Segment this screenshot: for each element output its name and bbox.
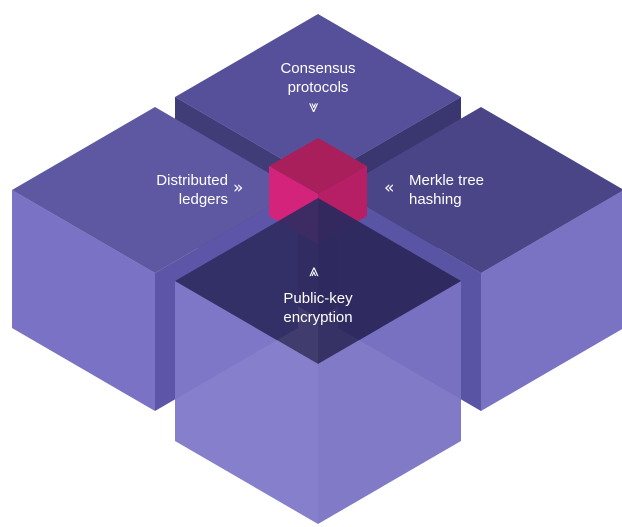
label-public-key-encryption: Public-key encryption bbox=[262, 289, 374, 327]
double-chevron-up-icon: ⩓ bbox=[309, 261, 319, 281]
double-chevron-right-icon: » bbox=[233, 178, 244, 198]
label-public-key-line2: encryption bbox=[283, 309, 353, 326]
double-chevron-down-icon: ⩔ bbox=[309, 97, 319, 117]
label-distributed-line2: ledgers bbox=[178, 191, 228, 208]
label-distributed-line1: Distributed bbox=[156, 172, 228, 189]
double-chevron-left-icon: « bbox=[384, 178, 395, 198]
label-public-key-line1: Public-key bbox=[283, 290, 353, 307]
label-merkle-line2: hashing bbox=[409, 191, 462, 208]
label-consensus-line2: protocols bbox=[287, 79, 349, 96]
label-consensus-line1: Consensus bbox=[280, 60, 356, 77]
label-merkle-tree-hashing: Merkle tree hashing bbox=[409, 171, 519, 209]
label-consensus-protocols: Consensus protocols bbox=[262, 59, 374, 97]
front-cube bbox=[175, 198, 461, 524]
label-distributed-ledgers: Distributed ledgers bbox=[120, 171, 228, 209]
label-merkle-line1: Merkle tree bbox=[409, 172, 485, 189]
